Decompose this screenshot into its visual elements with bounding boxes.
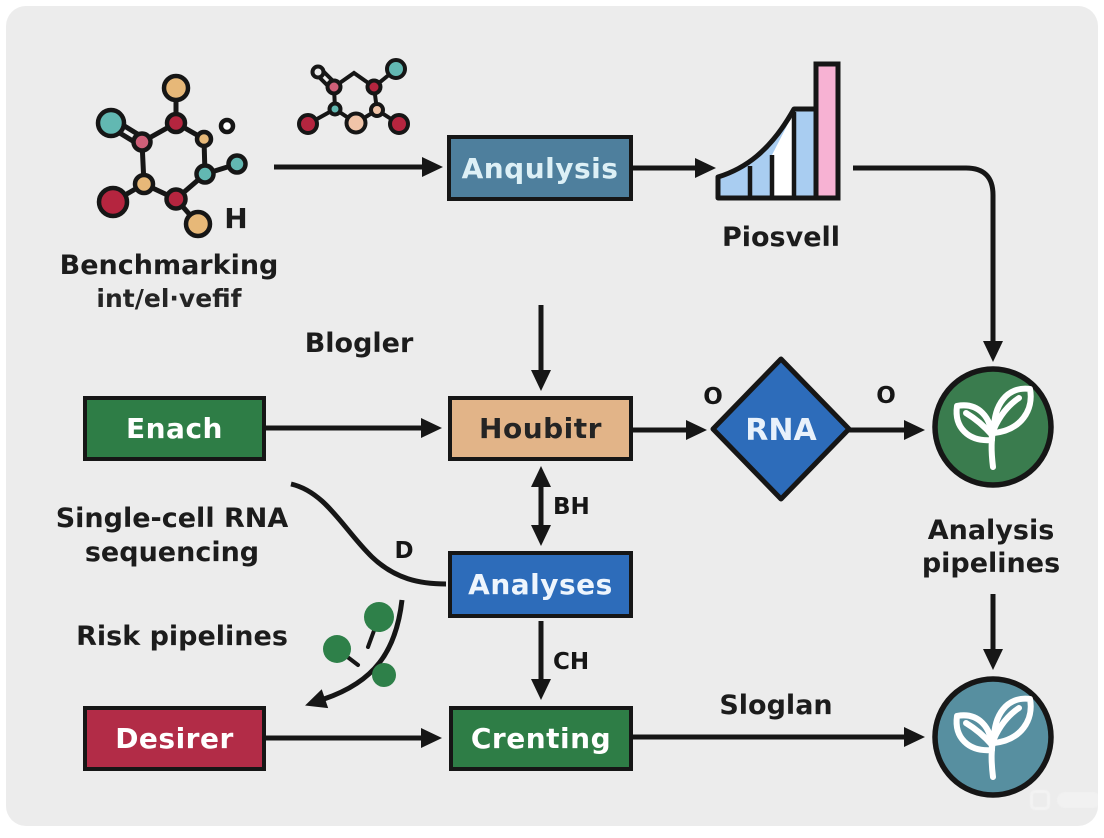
process-box-anqulysis: Anqulysis	[447, 135, 633, 201]
berry-branch-icon	[323, 602, 396, 687]
single-cell-line1: Single-cell RNA	[37, 502, 307, 536]
edge-label-d: D	[391, 538, 417, 564]
blogler-label: Blogler	[296, 328, 422, 359]
growth-bar-chart-icon	[718, 64, 838, 198]
benchmarking-subtitle: int/el·vefif	[49, 284, 289, 313]
arrow-chart-to-green-circle	[853, 168, 993, 342]
process-box-analyses: Analyses	[448, 551, 633, 618]
edge-label-bh: BH	[553, 494, 597, 520]
hydrogen-label: H	[218, 202, 254, 235]
single-cell-rna-sequencing-label: Single-cell RNA sequencing	[37, 502, 307, 570]
watermark-text-blob	[1057, 792, 1101, 808]
sloglan-edge-label: Sloglan	[703, 690, 849, 721]
plant-leaf-icon-teal	[935, 679, 1051, 795]
watermark	[1030, 788, 1104, 816]
analysis-pipelines-line1: Analysis	[901, 514, 1081, 547]
curve-d-to-analyses	[291, 484, 446, 584]
risk-pipelines-label: Risk pipelines	[67, 621, 297, 652]
molecule-icon-small	[299, 60, 408, 133]
process-box-enach: Enach	[83, 396, 266, 461]
plant-leaf-icon-green	[935, 369, 1051, 485]
edge-label-o-left: O	[700, 384, 726, 410]
piosvell-chart-label: Piosvell	[706, 222, 856, 253]
process-box-desirer: Desirer	[83, 706, 266, 771]
watermark-logo-icon	[1030, 790, 1050, 810]
edge-label-ch: CH	[553, 649, 597, 675]
diagram-canvas: RNA Anqulysis Enach Houbitr Analyses Des…	[6, 6, 1098, 826]
rna-diamond-node: RNA	[713, 359, 849, 499]
rna-diamond-label: RNA	[745, 413, 817, 448]
edge-label-o-right: O	[873, 383, 899, 409]
process-box-houbitr: Houbitr	[448, 396, 633, 461]
analysis-pipelines-label: Analysis pipelines	[901, 514, 1081, 580]
process-box-crenting: Crenting	[449, 706, 633, 771]
single-cell-line2: sequencing	[37, 536, 307, 570]
benchmarking-title: Benchmarking	[49, 250, 289, 281]
analysis-pipelines-line2: pipelines	[901, 547, 1081, 580]
